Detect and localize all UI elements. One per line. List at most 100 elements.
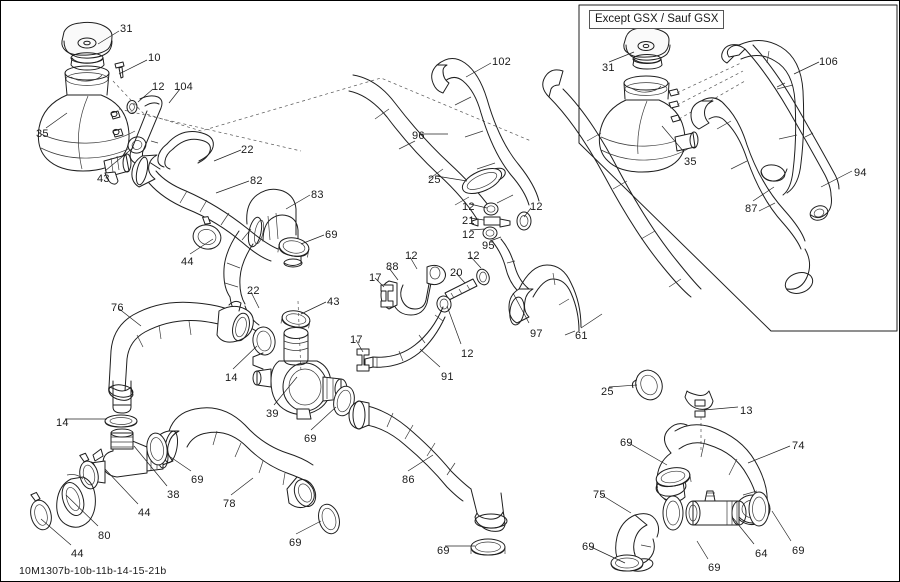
callout-number-17: 17 [369, 272, 382, 284]
leader-line-83 [285, 194, 311, 210]
leader-line-17 [374, 277, 385, 288]
hose-96 [348, 74, 492, 220]
callout-number-43: 43 [97, 173, 110, 185]
callout-number-25: 25 [601, 386, 614, 398]
callout-number-87: 87 [745, 203, 758, 215]
leader-line-31 [608, 51, 635, 63]
clamp-44-mid [79, 452, 99, 490]
leader-line-80 [65, 494, 99, 527]
leader-line-97 [512, 292, 530, 324]
hose-76 [108, 300, 254, 401]
leader-line-69 [626, 441, 668, 466]
callout-number-12: 12 [462, 229, 475, 241]
leader-line-69 [588, 545, 626, 564]
callout-number-69: 69 [792, 545, 805, 557]
hose-88-group [380, 264, 490, 316]
leader-line-44 [189, 238, 214, 255]
callout-number-96: 96 [412, 130, 425, 142]
callout-number-43: 43 [327, 296, 340, 308]
hose-82-assembly [131, 131, 310, 334]
callout-number-69: 69 [437, 545, 450, 557]
leader-line-44 [40, 518, 72, 546]
clamp-25-lower [631, 369, 663, 401]
leader-line-69 [310, 406, 337, 431]
callout-number-35: 35 [684, 156, 697, 168]
leader-line-12 [446, 305, 462, 345]
callout-number-12: 12 [405, 250, 418, 262]
callout-number-12: 12 [467, 250, 480, 262]
ring-69-left-74 [655, 467, 692, 488]
callout-number-102: 102 [492, 56, 511, 68]
leader-line-78 [230, 477, 254, 496]
callout-number-44: 44 [181, 256, 194, 268]
clamp-25-upper [461, 167, 506, 195]
hose-86 [348, 400, 508, 532]
callout-number-35: 35 [36, 128, 49, 140]
leader-line-44 [104, 468, 139, 505]
callout-number-20: 20 [450, 267, 463, 279]
ring-69-mid-right [662, 495, 684, 531]
leader-line-38 [133, 445, 168, 487]
screw-13 [694, 399, 706, 453]
callout-number-61: 61 [575, 330, 588, 342]
callout-number-12: 12 [530, 201, 543, 213]
callout-number-25: 25 [428, 174, 441, 186]
ring-69-bottom-right [610, 554, 644, 572]
leader-line-69 [300, 234, 325, 245]
callout-number-39: 39 [266, 408, 279, 420]
callout-number-91: 91 [441, 371, 454, 383]
callout-number-106: 106 [819, 56, 838, 68]
leader-line-35 [45, 112, 68, 129]
ring-69-tee [146, 432, 168, 466]
callout-number-69: 69 [620, 437, 633, 449]
callout-number-97: 97 [530, 328, 543, 340]
ring-69-bottom-center [470, 538, 506, 556]
leader-line-12 [469, 203, 488, 209]
callout-number-94: 94 [854, 167, 867, 179]
hose-97 [508, 264, 582, 336]
callout-number-31: 31 [120, 23, 133, 35]
leader-line-76 [117, 307, 142, 327]
callout-number-44: 44 [71, 548, 84, 560]
leader-line-61 [580, 313, 603, 329]
leader-line-21 [469, 217, 485, 221]
leader-line-35 [661, 125, 685, 153]
seal-14-mid [252, 326, 276, 356]
callout-number-14: 14 [56, 417, 69, 429]
hose-61 [542, 69, 714, 410]
leader-line-69 [295, 520, 322, 535]
tee-64 [685, 490, 747, 526]
leader-line-25 [608, 384, 638, 388]
leader-line-106 [793, 61, 820, 75]
leader-line-75 [599, 493, 632, 514]
hose-102 [431, 58, 540, 206]
leader-line-22 [250, 291, 260, 309]
leader-line-82 [215, 180, 250, 194]
hose-91 [364, 306, 446, 370]
callout-number-31: 31 [602, 62, 615, 74]
callout-number-75: 75 [593, 489, 606, 501]
callout-number-21: 21 [462, 215, 475, 227]
leader-line-43 [104, 146, 135, 172]
callout-number-38: 38 [167, 489, 180, 501]
leader-line-31 [97, 30, 120, 45]
callout-number-69: 69 [304, 433, 317, 445]
callout-number-22: 22 [241, 144, 254, 156]
callout-number-69: 69 [191, 474, 204, 486]
leader-line-12 [470, 256, 482, 269]
inset-contents [598, 27, 840, 294]
leader-line-12 [409, 256, 418, 270]
callout-leaders [40, 30, 853, 564]
leader-line-95 [489, 236, 502, 242]
leader-line-39 [273, 376, 298, 406]
leader-line-25 [435, 175, 468, 182]
fitting-21-group [471, 202, 532, 240]
reservoir-assembly-main [37, 21, 163, 185]
callout-number-82: 82 [250, 175, 263, 187]
callout-number-22: 22 [247, 285, 260, 297]
leader-line-64 [732, 517, 755, 545]
leader-line-20 [455, 272, 466, 284]
leader-line-88 [388, 267, 399, 281]
